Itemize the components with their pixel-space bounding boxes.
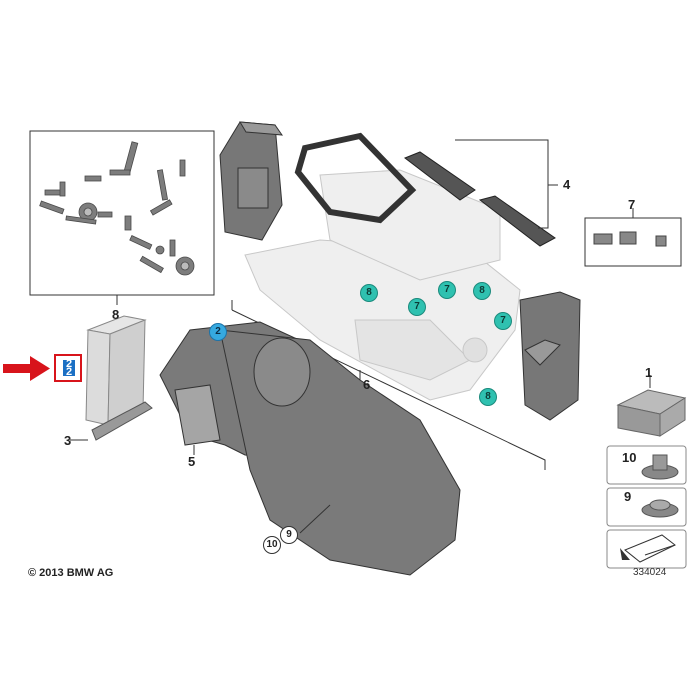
part-label-9[interactable]: 9 xyxy=(624,489,632,504)
part-label-10[interactable]: 10 xyxy=(622,450,637,465)
legend-stack xyxy=(606,375,687,569)
part-label-4[interactable]: 4 xyxy=(563,177,571,192)
part-label-5[interactable]: 5 xyxy=(188,454,196,469)
hotspot-part-8[interactable]: 8 xyxy=(473,282,491,300)
cabin-filter-part xyxy=(85,315,147,426)
actuator-parts xyxy=(593,231,667,247)
hotspot-part-8[interactable]: 8 xyxy=(479,388,497,406)
hotspot-part-9[interactable]: 9 xyxy=(280,526,298,544)
selected-arrow xyxy=(3,356,50,381)
left-flap-housing xyxy=(219,121,284,241)
leader-line-6 xyxy=(231,309,546,470)
hotspot-part-7[interactable]: 7 xyxy=(438,281,456,299)
leader-line-4 xyxy=(455,139,549,229)
hotspot-part-10[interactable]: 10 xyxy=(263,536,281,554)
heater-core-assembly xyxy=(244,169,521,401)
hotspot-part-2[interactable]: 2 xyxy=(209,323,227,341)
part-label-6[interactable]: 6 xyxy=(363,377,371,392)
evaporator-housing xyxy=(159,321,461,576)
part-label-1[interactable]: 1 xyxy=(645,365,653,380)
hotspot-part-8[interactable]: 8 xyxy=(360,284,378,302)
right-flap-housing xyxy=(519,291,581,421)
document-number: 334024 xyxy=(633,567,667,578)
hotspot-part-7[interactable]: 7 xyxy=(494,312,512,330)
copyright-text: © 2013 BMW AG xyxy=(28,567,114,579)
part-label-7[interactable]: 7 xyxy=(628,197,636,212)
part-label-3[interactable]: 3 xyxy=(64,433,72,448)
filter-holder-part xyxy=(70,401,153,441)
seal-parts xyxy=(294,132,556,247)
small-parts-group xyxy=(39,141,195,276)
hotspot-part-7[interactable]: 7 xyxy=(408,298,426,316)
part-label-8[interactable]: 8 xyxy=(112,307,120,322)
